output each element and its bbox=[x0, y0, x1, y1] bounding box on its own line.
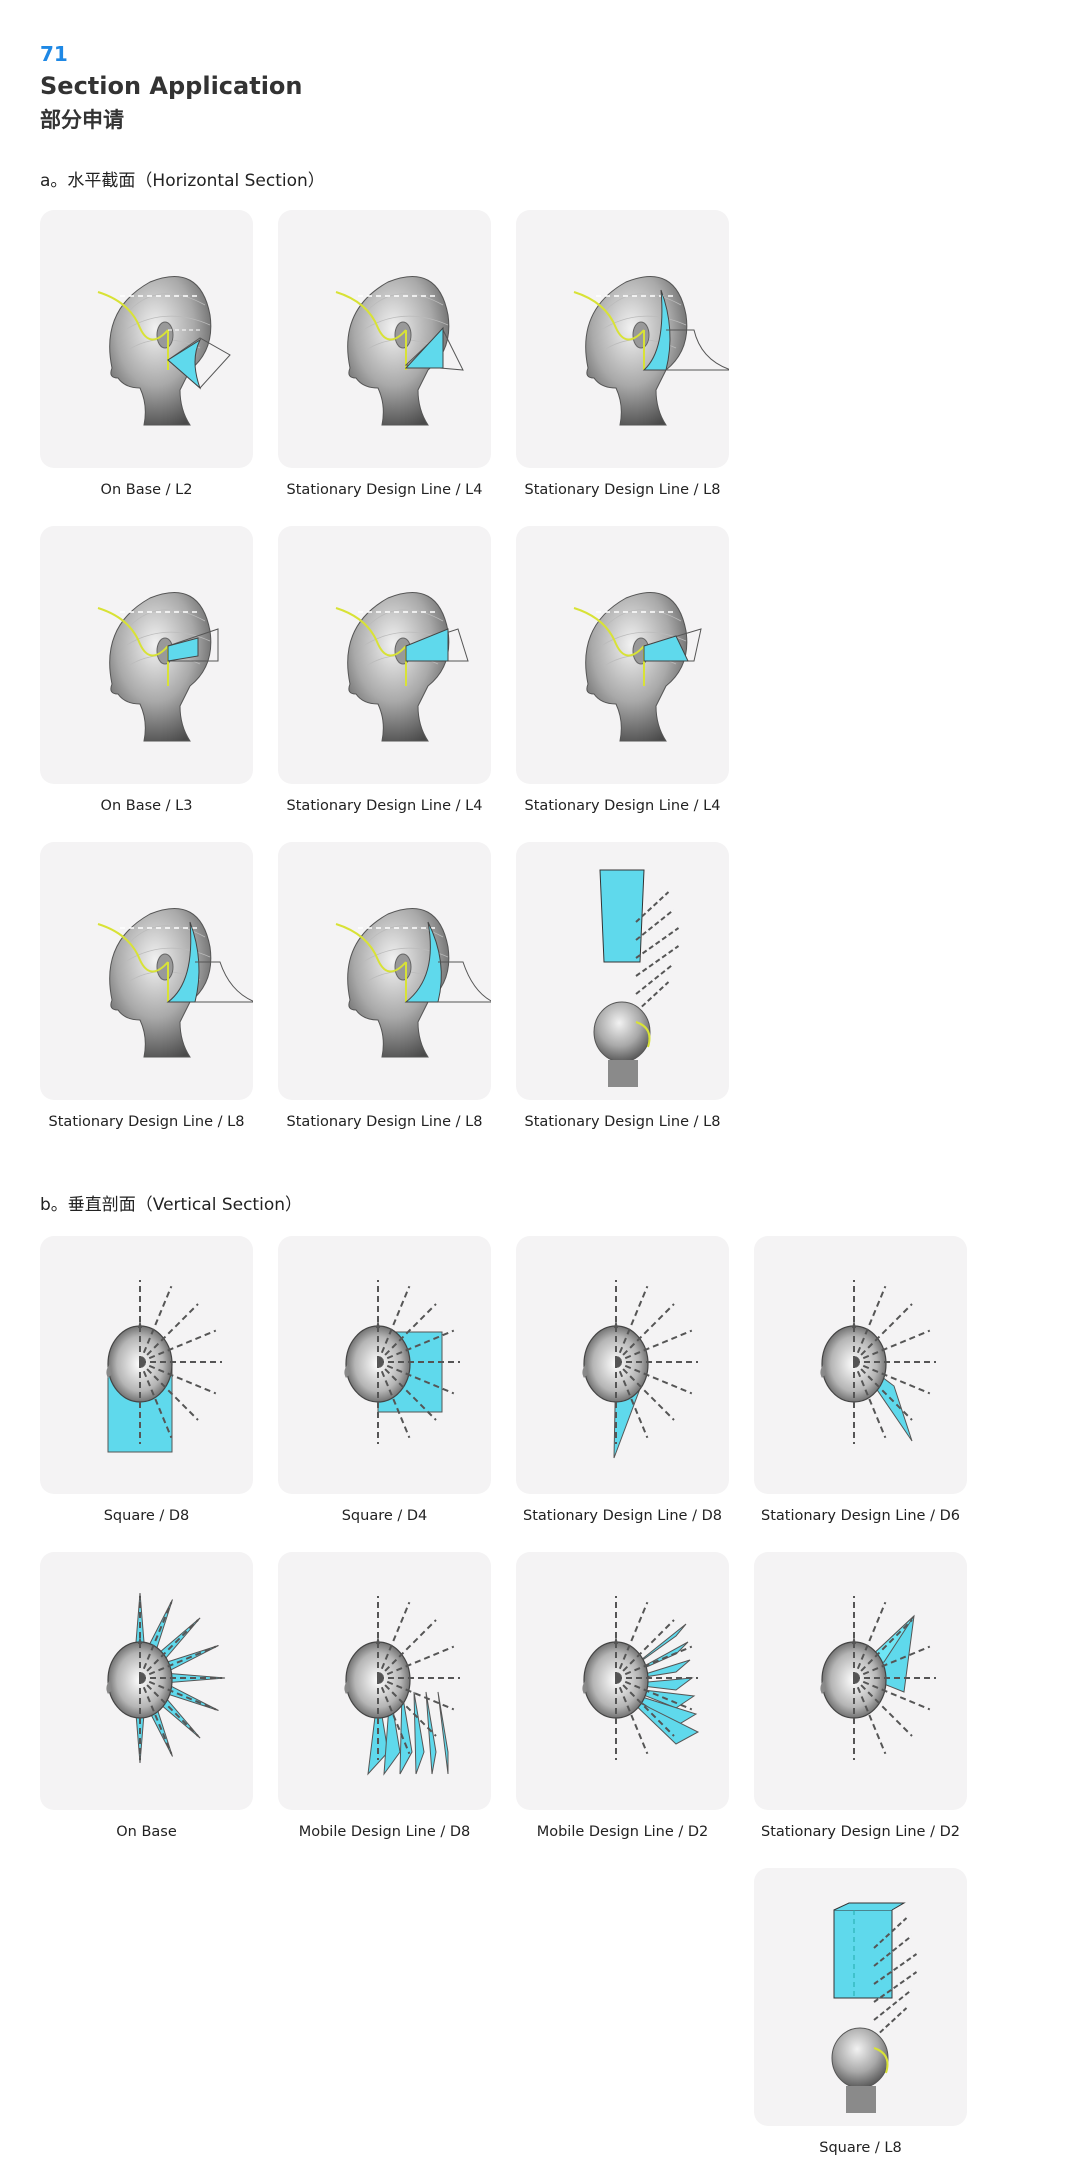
side-head-diagram-icon bbox=[335, 276, 464, 426]
diagram-card bbox=[516, 210, 729, 468]
diagram-caption: Stationary Design Line / L8 bbox=[48, 1114, 245, 1130]
diagram-caption: Square / L8 bbox=[819, 2140, 902, 2156]
top-head-diagram-icon bbox=[820, 1280, 936, 1444]
diagram-card bbox=[754, 1868, 967, 2126]
diagram-card bbox=[40, 1552, 253, 1810]
diagram-caption: Stationary Design Line / L4 bbox=[286, 798, 483, 814]
diagram-caption: On Base bbox=[116, 1824, 177, 1840]
diagram-card bbox=[278, 842, 491, 1100]
diagram-card bbox=[40, 210, 253, 468]
side-head-diagram-icon bbox=[573, 276, 729, 426]
diagram-caption: Stationary Design Line / L8 bbox=[286, 1114, 483, 1130]
diagram-caption: Stationary Design Line / D8 bbox=[523, 1508, 722, 1524]
top-head-diagram-icon bbox=[106, 1280, 222, 1453]
top-head-diagram-icon bbox=[344, 1596, 460, 1776]
side-head-diagram-icon bbox=[335, 592, 469, 742]
diagram-card bbox=[40, 842, 253, 1100]
diagram-caption: On Base / L3 bbox=[100, 798, 193, 814]
diagram-caption: Stationary Design Line / L8 bbox=[524, 482, 721, 498]
diagram-caption: Mobile Design Line / D2 bbox=[536, 1824, 709, 1840]
diagram-card bbox=[278, 210, 491, 468]
diagram-card bbox=[754, 1236, 967, 1494]
side-head-diagram-icon bbox=[97, 592, 219, 742]
diagram-card bbox=[754, 1552, 967, 1810]
diagram-caption: Stationary Design Line / L4 bbox=[524, 798, 721, 814]
diagram-card bbox=[516, 1552, 729, 1810]
diagram-caption: Mobile Design Line / D8 bbox=[298, 1824, 471, 1840]
diagram-caption: Stationary Design Line / D6 bbox=[761, 1508, 960, 1524]
diagram-card bbox=[278, 526, 491, 784]
page-title-cn: 部分申请 bbox=[40, 108, 124, 132]
diagram-caption: Stationary Design Line / L4 bbox=[286, 482, 483, 498]
side-head-diagram-icon bbox=[335, 908, 491, 1058]
perspective-head-diagram-icon bbox=[593, 869, 680, 1087]
diagram-caption: On Base / L2 bbox=[100, 482, 193, 498]
side-head-diagram-icon bbox=[97, 276, 231, 426]
diagram-card bbox=[278, 1552, 491, 1810]
top-head-diagram-icon bbox=[344, 1280, 460, 1444]
diagram-card bbox=[516, 842, 729, 1100]
diagram-card bbox=[40, 1236, 253, 1494]
diagram-card bbox=[516, 526, 729, 784]
diagram-card bbox=[516, 1236, 729, 1494]
page-title-en: Section Application bbox=[40, 72, 303, 100]
side-head-diagram-icon bbox=[573, 592, 702, 742]
diagram-card bbox=[278, 1236, 491, 1494]
section-b-label: b。垂直剖面（Vertical Section） bbox=[40, 1195, 302, 1215]
side-head-diagram-icon bbox=[97, 908, 253, 1058]
top-head-diagram-icon bbox=[582, 1280, 698, 1459]
diagram-caption: Stationary Design Line / D2 bbox=[761, 1824, 960, 1840]
top-head-diagram-icon bbox=[582, 1596, 700, 1760]
section-a-label: a。水平截面（Horizontal Section） bbox=[40, 171, 325, 191]
diagram-caption: Square / D8 bbox=[103, 1508, 190, 1524]
top-head-diagram-icon bbox=[106, 1592, 226, 1764]
top-head-diagram-icon bbox=[820, 1596, 936, 1760]
diagram-caption: Stationary Design Line / L8 bbox=[524, 1114, 721, 1130]
perspective-head-diagram-icon bbox=[831, 1902, 918, 2113]
page-number: 71 bbox=[40, 42, 68, 66]
diagram-caption: Square / D4 bbox=[341, 1508, 428, 1524]
diagram-card bbox=[40, 526, 253, 784]
